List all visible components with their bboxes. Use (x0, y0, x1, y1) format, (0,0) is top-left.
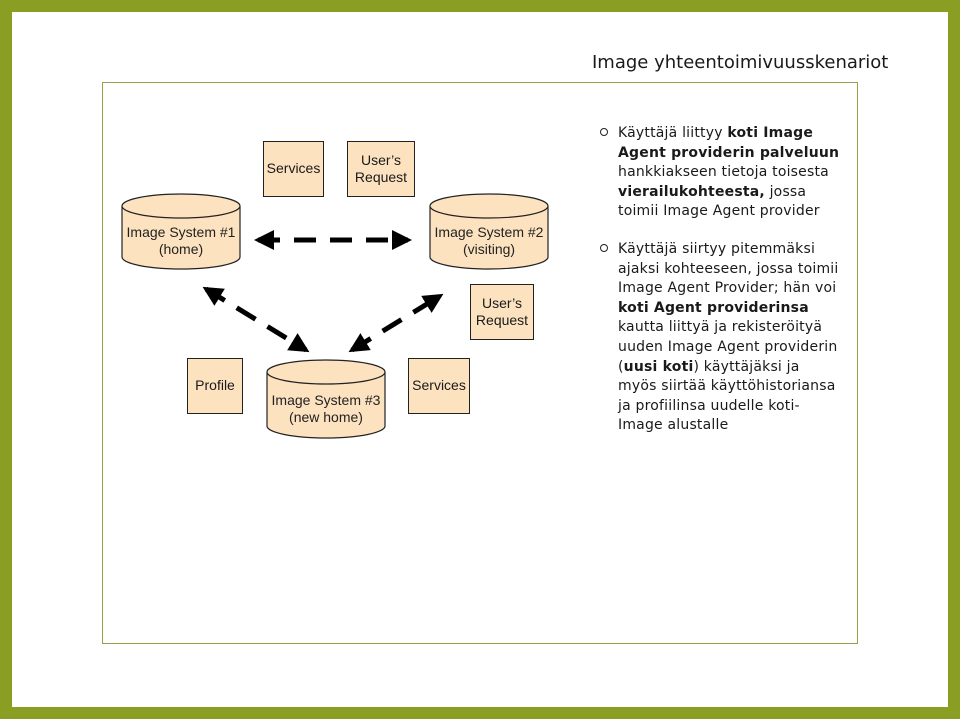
bullet-circle-icon (600, 128, 608, 136)
cylinder-label-home: Image System #1 (home) (122, 218, 240, 264)
box-user-request-top: User’s Request (347, 141, 415, 197)
cylinder-image-system-home (121, 193, 241, 270)
bullet2-part2: koti Agent providerinsa (618, 299, 809, 316)
box-services-bottom-label: Services (412, 377, 466, 394)
box-profile-label: Profile (195, 377, 235, 394)
arrow-newhome-visiting (348, 293, 444, 353)
bullet1-part2: koti Image Agent providerin palveluun (618, 125, 840, 161)
box-services-top: Services (263, 141, 324, 197)
cylinder-newhome-line2: (new home) (289, 409, 363, 425)
slide-title: Image yhteentoimivuusskenariot (592, 52, 889, 73)
bullet-circle-icon (600, 243, 608, 252)
box-user-request-right: User’s Request (470, 284, 534, 340)
box-services-top-label: Services (266, 160, 321, 177)
cylinder-visiting-line2: (visiting) (462, 241, 516, 257)
bullet-list: Käyttäjä liittyy koti Image Agent provid… (600, 124, 840, 436)
bullet2-part5: ) käyttäjäksi ja myös siirtää käyttöhist… (618, 358, 836, 434)
bullet2-part3: kautta liittyä ja rekisteröityä uuden Im… (618, 319, 838, 375)
box-request-right-line2: Request (475, 312, 529, 328)
box-request-top-line1: User’s (361, 151, 401, 168)
cylinder-home-line2: (home) (158, 241, 204, 257)
bullet2-part4: uusi koti (623, 358, 694, 375)
bullet1-part3: hankkiakseen tietoja toisesta (618, 164, 829, 181)
bullet2-part1: Käyttäjä siirtyy pitemmäksi ajaksi kohte… (618, 240, 839, 297)
arrow-home-newhome (202, 286, 310, 353)
cylinder-home-line1: Image System #1 (126, 224, 236, 241)
cylinder-image-system-visiting (429, 193, 549, 270)
box-request-top-line2: Request (354, 169, 408, 185)
bullet1-part1: Käyttäjä liittyy (618, 125, 728, 141)
bullet-item-1: Käyttäjä liittyy koti Image Agent provid… (600, 124, 840, 222)
cylinder-label-visiting: Image System #2 (visiting) (430, 218, 548, 264)
box-profile: Profile (187, 358, 243, 414)
bullet1-part5: jossa toimii Image Agent provider (618, 183, 820, 220)
box-request-right-line1: User’s (482, 294, 522, 311)
cylinder-newhome-line1: Image System #3 (271, 392, 381, 409)
cylinder-image-system-new-home (266, 359, 386, 439)
bullet-item-2: Käyttäjä siirtyy pitemmäksi ajaksi kohte… (600, 240, 840, 436)
cylinder-label-new-home: Image System #3 (new home) (267, 386, 385, 432)
cylinder-visiting-line1: Image System #2 (434, 224, 544, 241)
box-services-bottom: Services (408, 358, 470, 414)
bullet1-part4: vierailukohteesta, (618, 183, 765, 200)
